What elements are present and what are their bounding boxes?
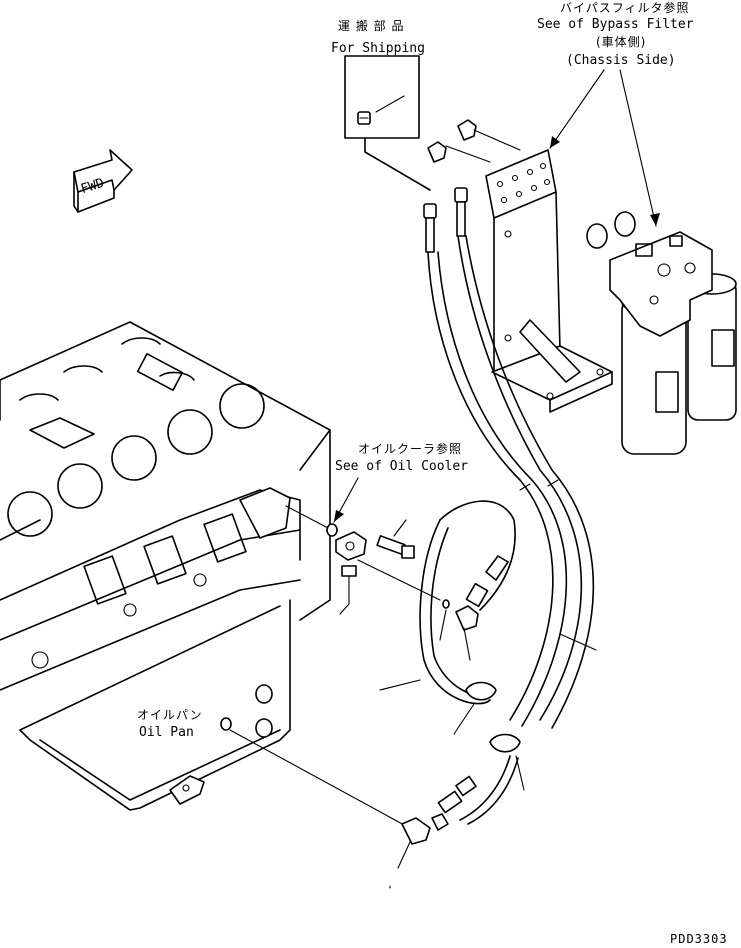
oil-pan-label-jp: オイルパン bbox=[137, 708, 203, 722]
shipping-box bbox=[344, 55, 431, 191]
oil-pan-drain bbox=[229, 729, 449, 889]
hose-fittings-top bbox=[423, 119, 521, 253]
shipping-label-en: For Shipping bbox=[331, 41, 425, 56]
oil-cooler-parts bbox=[285, 477, 479, 661]
bypass-label-en: See of Bypass Filter bbox=[537, 17, 694, 32]
chassis-label-jp: (車体側) bbox=[596, 35, 646, 49]
bypass-leaders bbox=[549, 69, 660, 227]
drawing-code: PDD3303 bbox=[670, 932, 728, 946]
hoses bbox=[379, 235, 597, 825]
mounting-bracket bbox=[485, 149, 613, 413]
shipping-label-jp: 運 搬 部 品 bbox=[338, 18, 404, 33]
oil-cooler-label-en: See of Oil Cooler bbox=[335, 459, 468, 474]
oil-cooler-label-jp: オイルクーラ参照 bbox=[358, 441, 462, 456]
bypass-filter bbox=[586, 211, 737, 455]
chassis-label-en: (Chassis Side) bbox=[566, 53, 676, 68]
bypass-label-jp: バイパスフィルタ参照 bbox=[560, 0, 690, 15]
fwd-label: FWD bbox=[79, 176, 106, 198]
oil-pan-label-en: Oil Pan bbox=[139, 725, 194, 740]
oil-pan bbox=[19, 599, 291, 811]
fwd-arrow-icon: FWD bbox=[73, 149, 133, 213]
engine-block bbox=[0, 321, 331, 691]
